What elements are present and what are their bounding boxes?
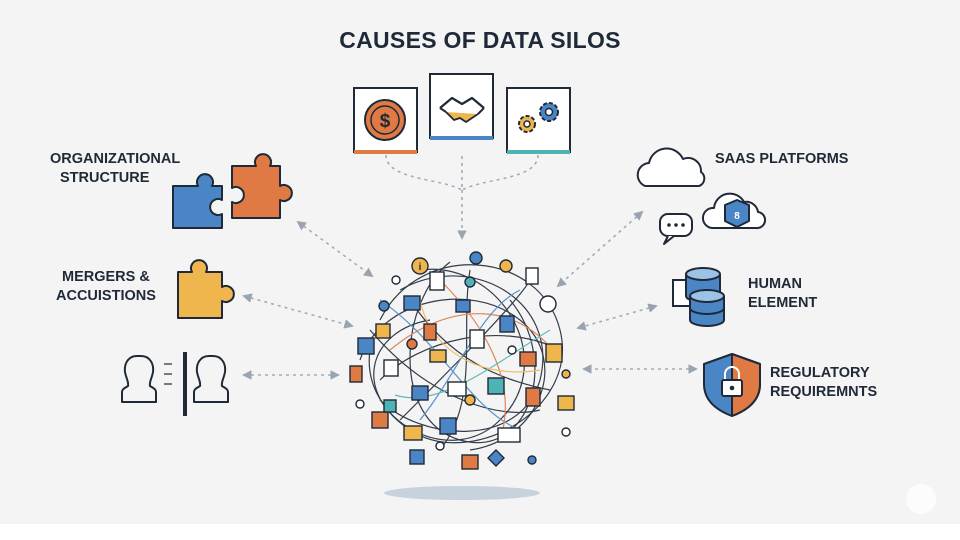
label-organizational-structure: ORGANIZATIONAL STRUCTURE	[50, 150, 180, 188]
handshake-icon	[430, 74, 493, 140]
puzzle-pieces-icon	[173, 154, 292, 228]
puzzle-piece-icon	[178, 260, 234, 318]
databases-icon	[673, 268, 724, 326]
tangled-data-ball: i	[350, 252, 574, 500]
svg-text:i: i	[419, 262, 422, 273]
diagram-artwork: $	[0, 0, 960, 524]
label-regulatory-line1: REGULATORY	[770, 364, 877, 383]
dollar-coin-icon: $	[354, 88, 417, 154]
security-shield-icon	[704, 354, 760, 416]
label-organizational-line2: STRUCTURE	[50, 169, 180, 188]
label-regulatory-requirements: REGULATORY REQUIREMNTS	[770, 364, 877, 402]
connector-dollar	[386, 155, 462, 190]
connector-human	[578, 306, 656, 328]
label-regulatory-line2: REQUIREMNTS	[770, 383, 877, 402]
label-saas-platforms: SAAS PLATFORMS	[715, 150, 848, 169]
connector-saas	[558, 212, 642, 286]
label-organizational-line1: ORGANIZATIONAL	[50, 150, 180, 169]
label-human-line1: HUMAN	[748, 275, 817, 294]
divided-people-icon	[122, 350, 228, 416]
connector-mergers	[244, 296, 352, 326]
svg-text:$: $	[380, 111, 391, 132]
connector-organizational	[298, 222, 372, 276]
label-human-line2: ELEMENT	[748, 294, 817, 313]
corner-play-badge[interactable]	[906, 484, 936, 514]
label-mergers-line2: ACCUISTIONS	[56, 287, 156, 306]
connector-gears	[462, 155, 538, 190]
label-mergers-line1: MERGERS &	[62, 268, 156, 287]
label-mergers-acquisitions: MERGERS & ACCUISTIONS	[62, 268, 156, 306]
gears-icon	[507, 88, 570, 154]
label-human-element: HUMAN ELEMENT	[748, 275, 817, 313]
diagram-canvas: CAUSES OF DATA SILOS $	[0, 0, 960, 524]
svg-text:8: 8	[734, 211, 740, 222]
